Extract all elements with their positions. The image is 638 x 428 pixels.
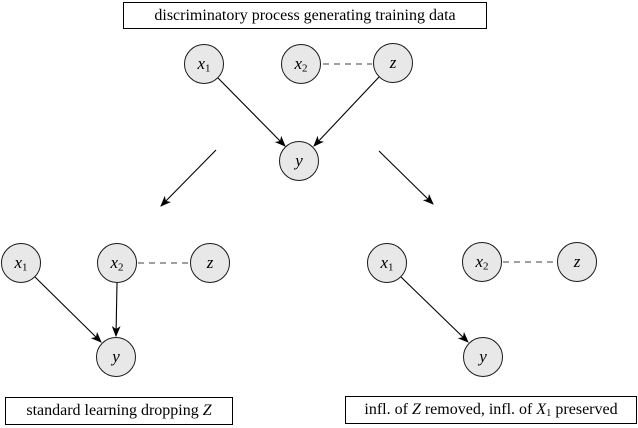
edge-bl-x1-y: [34, 276, 102, 343]
node-label-base: x: [14, 253, 23, 272]
node-bl-x1: x1: [1, 243, 41, 283]
node-label: x2: [475, 252, 488, 272]
caption-right-math-z: Z: [411, 401, 421, 418]
node-top-x2: x2: [281, 44, 321, 84]
node-bl-x2: x2: [97, 243, 137, 283]
node-label-base: y: [295, 151, 303, 170]
caption-left-box: standard learning dropping Z: [5, 397, 233, 425]
caption-right-math-x-sub: 1: [546, 408, 552, 420]
caption-left-math-z: Z: [202, 402, 212, 419]
caption-left-text: standard learning dropping Z: [26, 402, 211, 420]
node-br-x1: x1: [367, 243, 407, 283]
node-label: y: [479, 347, 487, 367]
node-label: y: [295, 151, 303, 171]
node-label-base: x: [475, 252, 484, 271]
node-top-x1: x1: [184, 44, 224, 84]
node-bl-z: z: [190, 243, 230, 283]
node-label-base: x: [294, 54, 303, 73]
node-bl-y: y: [96, 337, 136, 377]
transition-arrow-left: [160, 149, 217, 207]
node-br-x2: x2: [462, 242, 502, 282]
node-label: z: [574, 252, 581, 272]
node-label-sub: 2: [483, 260, 489, 273]
node-label-sub: 1: [22, 261, 28, 274]
edge-top-x1-y: [217, 77, 286, 147]
node-label-base: y: [479, 347, 487, 366]
node-label-sub: 1: [388, 261, 394, 274]
node-top-z: z: [373, 43, 413, 83]
node-label-base: x: [197, 54, 206, 73]
caption-right-math-x: X: [536, 401, 547, 418]
node-label: x1: [380, 253, 393, 273]
transition-arrow-right: [378, 150, 434, 205]
caption-right-part3: preserved: [551, 401, 618, 418]
node-label: x2: [294, 54, 307, 74]
node-label-sub: 2: [302, 62, 308, 75]
node-label-base: z: [573, 252, 581, 271]
edge-bl-x2-y: [111, 282, 121, 338]
caption-right-text: infl. of Z removed, infl. of X1 preserve…: [364, 401, 617, 419]
node-label: z: [390, 53, 397, 73]
caption-right-part1: infl. of: [364, 401, 412, 418]
node-label: x1: [14, 253, 27, 273]
node-label: x2: [110, 253, 123, 273]
node-label: x1: [197, 54, 210, 74]
node-br-z: z: [557, 242, 597, 282]
edge-br-x1-y: [400, 276, 469, 343]
caption-right-box: infl. of Z removed, infl. of X1 preserve…: [345, 396, 637, 424]
node-label-base: x: [110, 253, 119, 272]
node-br-y: y: [463, 337, 503, 377]
node-label: y: [112, 347, 120, 367]
node-top-y: y: [279, 141, 319, 181]
edge-top-z-y: [313, 76, 380, 147]
node-label-sub: 1: [205, 62, 211, 75]
node-label-base: z: [206, 253, 214, 272]
node-label-sub: 2: [118, 261, 124, 274]
caption-left-part1: standard learning dropping: [26, 402, 203, 419]
caption-right-part2: removed, infl. of: [420, 401, 537, 418]
node-label-base: y: [112, 347, 120, 366]
title-box: discriminatory process generating traini…: [123, 2, 487, 29]
node-label-base: z: [389, 53, 397, 72]
node-label-base: x: [380, 253, 389, 272]
node-label: z: [207, 253, 214, 273]
title-text: discriminatory process generating traini…: [154, 6, 456, 24]
